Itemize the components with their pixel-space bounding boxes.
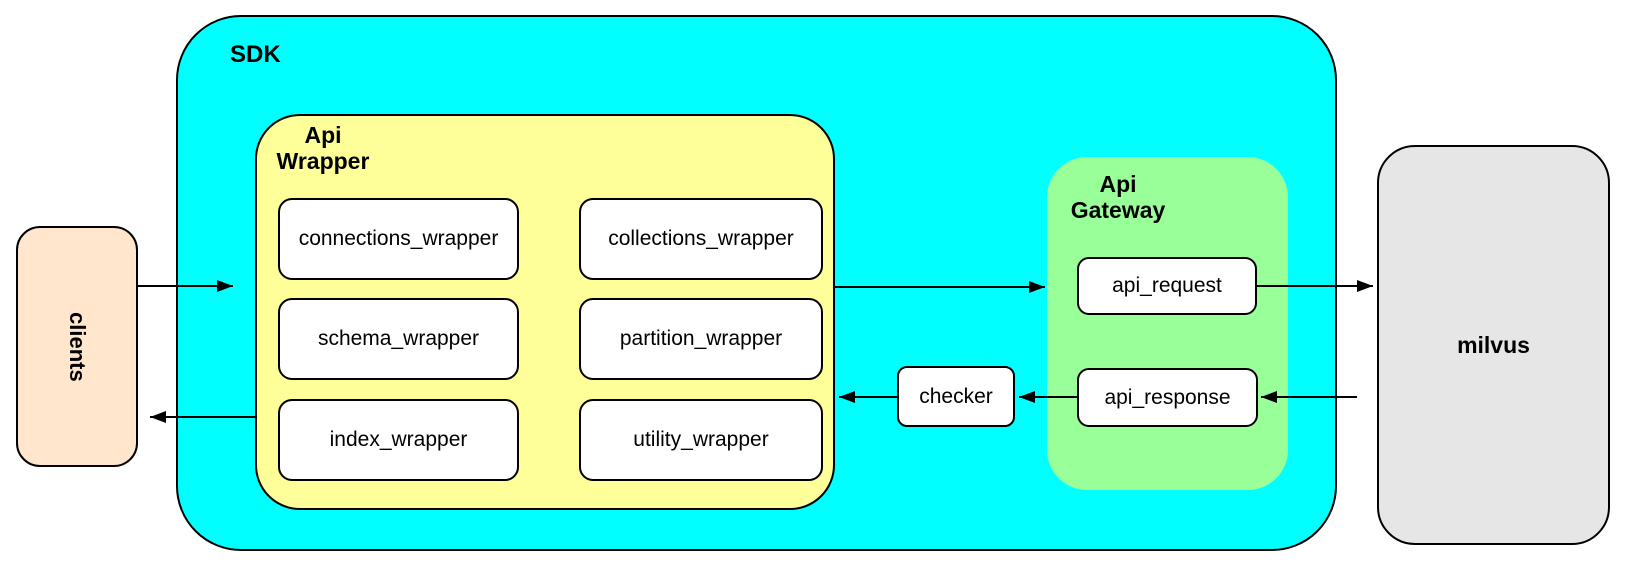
node-api-gateway: Api Gateway api_request api_response xyxy=(1047,157,1288,490)
node-api-wrapper: Api Wrapper connections_wrapper collecti… xyxy=(255,114,835,510)
sdk-label: SDK xyxy=(230,41,281,68)
clients-label: clients xyxy=(65,311,90,382)
node-partition-wrapper: partition_wrapper xyxy=(579,298,823,380)
checker-label: checker xyxy=(919,384,993,408)
node-checker: checker xyxy=(897,366,1015,427)
node-index-wrapper: index_wrapper xyxy=(278,399,519,481)
node-milvus: milvus xyxy=(1377,145,1610,545)
node-collections-wrapper: collections_wrapper xyxy=(579,198,823,280)
api-wrapper-label: Api Wrapper xyxy=(276,122,370,174)
utility-wrapper-label: utility_wrapper xyxy=(633,428,769,451)
schema-wrapper-label: schema_wrapper xyxy=(317,327,480,350)
node-schema-wrapper: schema_wrapper xyxy=(278,298,519,380)
index-wrapper-label: index_wrapper xyxy=(329,428,468,451)
node-connections-wrapper: connections_wrapper xyxy=(278,198,519,280)
partition-wrapper-label: partition_wrapper xyxy=(619,327,783,350)
collections-wrapper-label: collections_wrapper xyxy=(608,227,794,250)
node-api-response: api_response xyxy=(1077,368,1258,427)
api-response-label: api_response xyxy=(1104,385,1231,409)
connections-wrapper-label: connections_wrapper xyxy=(298,227,499,250)
node-utility-wrapper: utility_wrapper xyxy=(579,399,823,481)
milvus-label: milvus xyxy=(1457,331,1530,358)
api-gateway-label: Api Gateway xyxy=(1070,171,1166,223)
node-clients: clients xyxy=(16,226,138,467)
node-api-request: api_request xyxy=(1077,257,1257,315)
api-request-label: api_request xyxy=(1112,274,1222,297)
